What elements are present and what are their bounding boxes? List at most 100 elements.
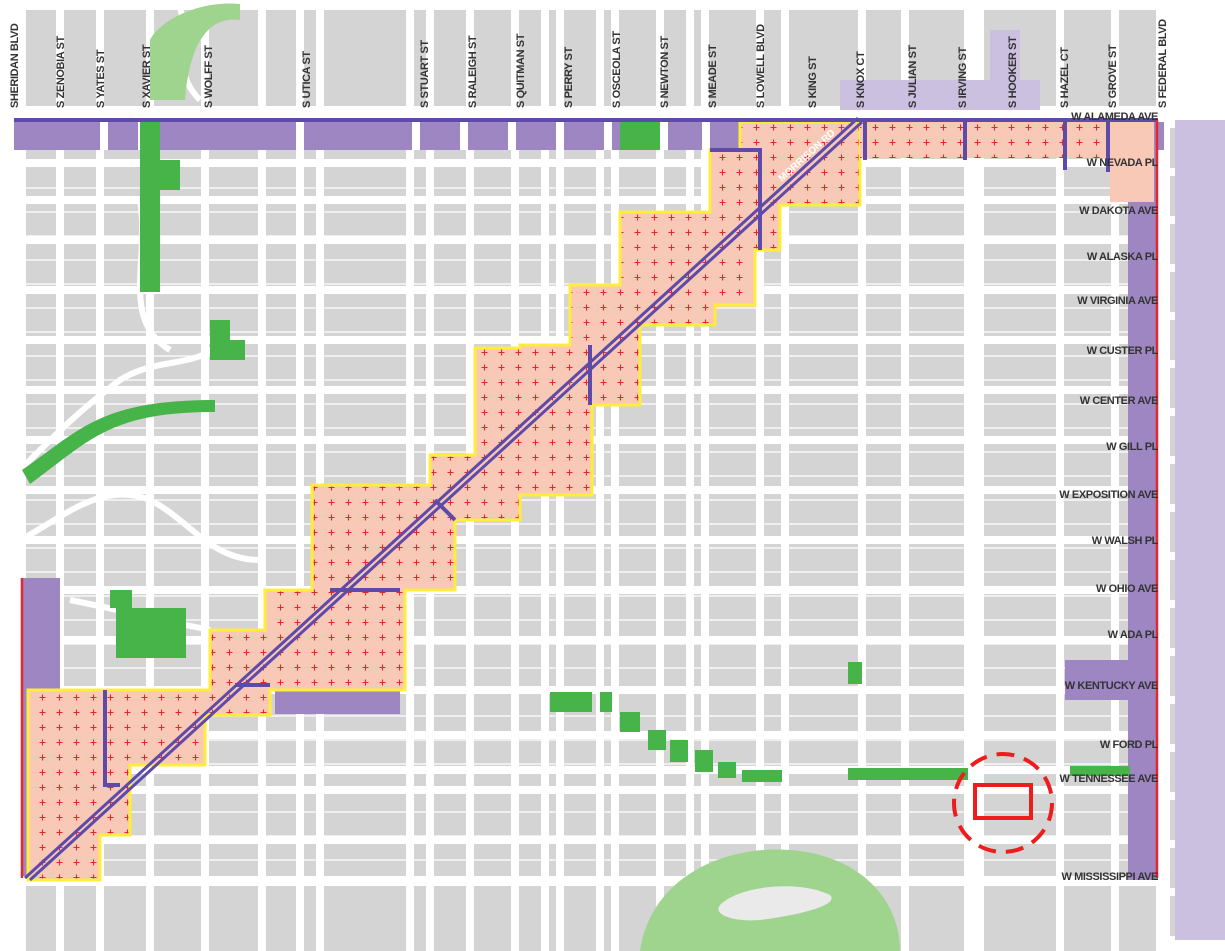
city-block [984,594,1056,636]
city-block [414,444,426,486]
city-block [266,204,296,236]
park [150,160,180,190]
city-block [664,444,686,486]
city-block [549,544,556,586]
highlight-marker[interactable] [952,752,1054,854]
city-block [984,394,1056,436]
city-block [474,644,511,686]
city-block [304,294,316,336]
city-block [324,886,406,951]
city-block [619,644,656,686]
city-block [984,739,1056,766]
park [620,122,660,150]
park [600,692,612,712]
city-block [324,294,406,336]
city-block [154,444,201,486]
city-block [866,244,901,286]
street-label-ns: S KNOX CT [855,51,867,108]
street-label-ns: S LOWELL BLVD [755,24,767,108]
city-block [474,886,511,951]
city-block [709,594,756,636]
city-block [604,10,611,106]
city-block [694,544,701,586]
purple-zone [275,690,400,714]
city-block [434,344,466,386]
park [550,692,592,712]
city-block [709,694,756,731]
city-block [1064,444,1111,486]
park-strip [22,400,215,484]
city-block [64,544,96,586]
city-block [154,204,201,236]
city-block [266,344,296,386]
city-block [104,544,146,586]
city-block [664,394,686,436]
city-block [604,394,611,436]
street-gap [702,122,710,150]
street-label-ew: W CUSTER PL [1087,345,1159,357]
city-block [694,394,701,436]
city-block [564,886,596,951]
city-block [664,594,686,636]
city-block [549,886,556,951]
city-block [519,167,541,196]
street-label-ew: W ALAMEDA AVE [1071,111,1158,123]
city-block [909,494,964,536]
street-label-ns: S YATES ST [95,49,107,108]
street-label-ns: S RALEIGH ST [467,35,479,108]
city-block [564,544,596,586]
city-block [789,294,858,336]
route-line [23,116,860,880]
city-block [266,244,296,286]
pond [718,886,832,921]
park [116,608,186,658]
city-block [909,594,964,636]
city-block [64,344,96,386]
park [718,762,736,778]
city-block [104,494,146,536]
city-block [266,739,296,766]
city-block [764,444,781,486]
city-block [304,739,316,766]
city-block [984,544,1056,586]
city-block [564,794,596,836]
city-block [549,10,556,106]
city-block [266,494,296,536]
city-block [519,594,541,636]
street-label-ns: S FEDERAL BLVD [1157,19,1169,108]
city-block [474,794,511,836]
city-block [304,10,316,106]
city-block [984,167,1056,196]
city-block [619,774,656,786]
city-block [604,644,611,686]
city-block [304,886,316,951]
city-block [866,167,901,196]
city-block [434,739,466,766]
city-block [764,294,781,336]
highlight-box [973,783,1033,820]
city-block [1064,244,1111,286]
city-block [694,494,701,536]
city-block [1064,774,1111,786]
city-block [619,444,656,486]
street-label-ns: S KING ST [807,56,819,108]
city-block [604,544,611,586]
city-block [604,444,611,486]
city-block [474,294,511,336]
city-block [984,444,1056,486]
city-block [154,794,201,836]
city-block [909,294,964,336]
street-label-ew: W ADA PL [1108,629,1159,641]
city-block [64,167,96,196]
street-label-ns: S PERRY ST [563,47,575,108]
city-block [1119,886,1156,951]
city-block [789,444,858,486]
city-block [664,167,686,196]
park [210,320,230,360]
city-block [209,444,258,486]
city-block [866,294,901,336]
city-block [209,794,258,836]
city-block [104,886,146,951]
street-label-ns: S HAZEL CT [1059,47,1071,108]
